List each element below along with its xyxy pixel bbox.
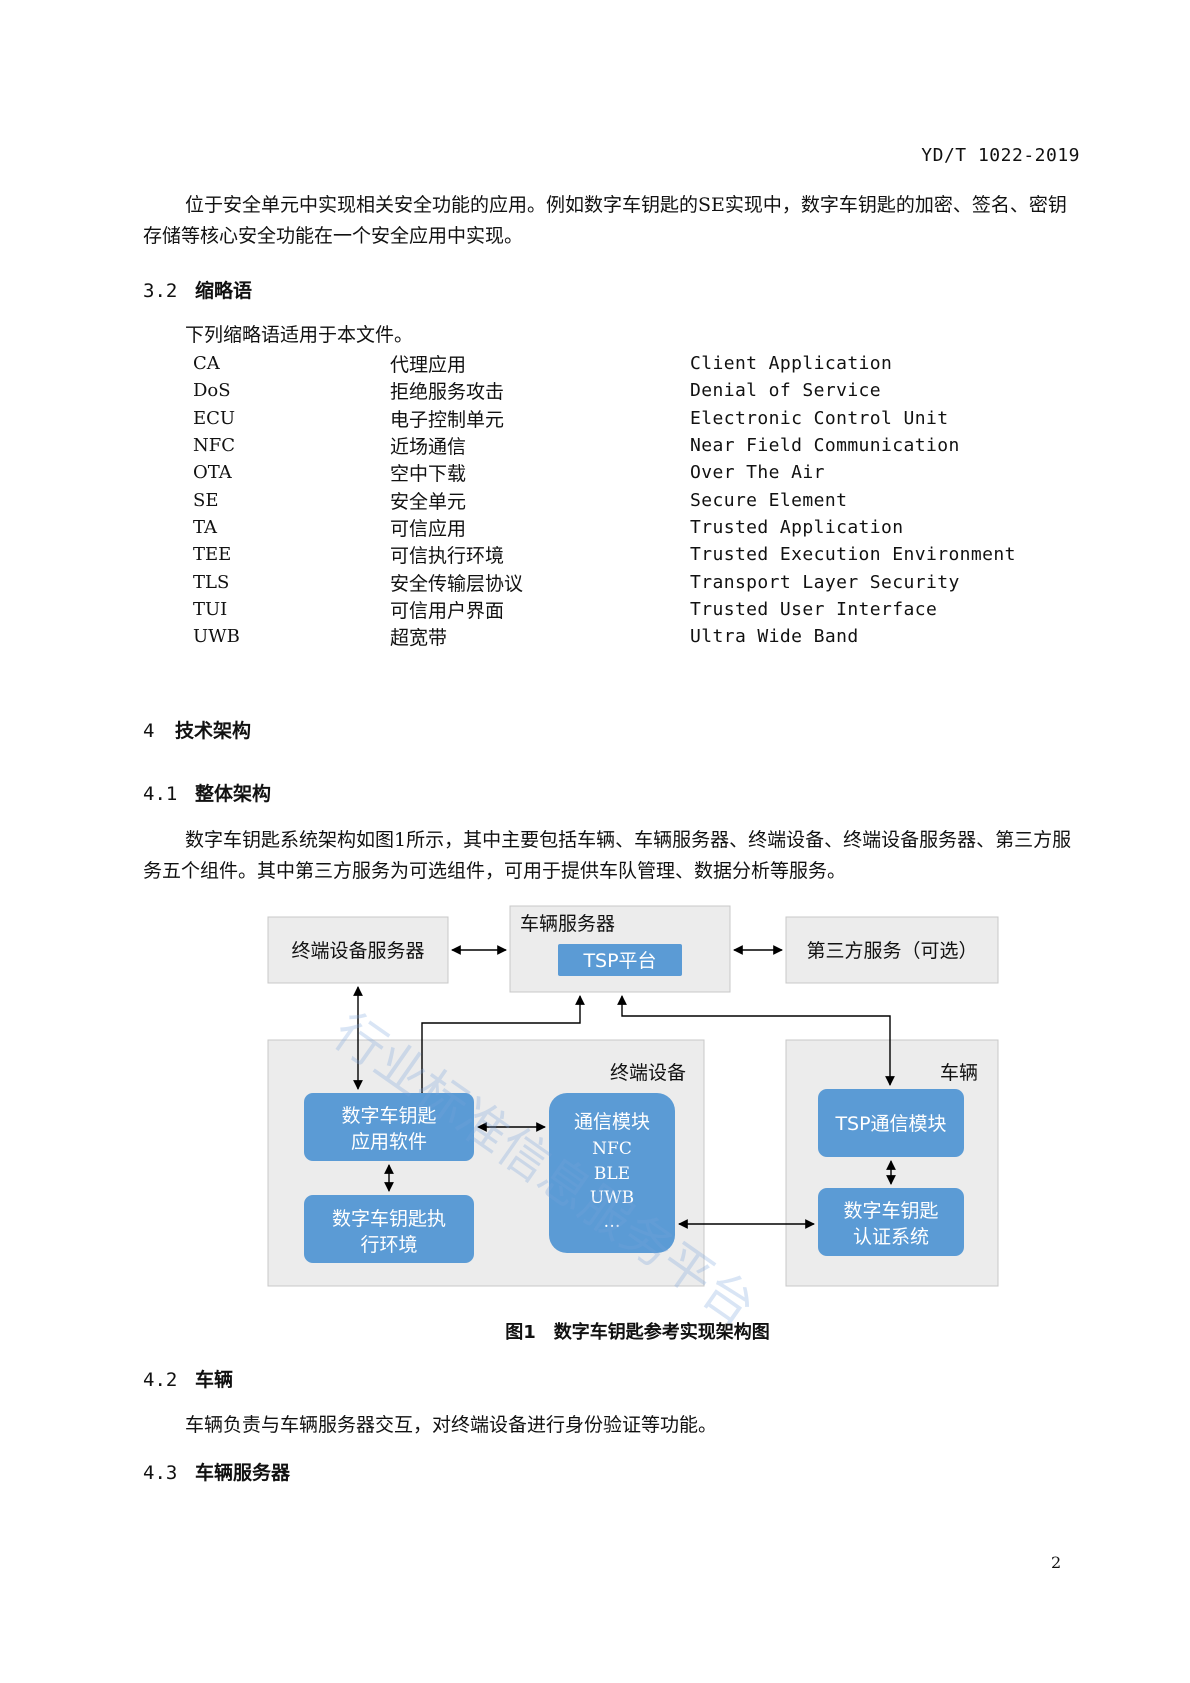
comm-module-box [549,1093,675,1253]
section-number: 3.2 [143,280,178,302]
exec-env-box [304,1195,474,1263]
section-title: 技术架构 [175,720,252,742]
intro-paragraph: 位于安全单元中实现相关安全功能的应用。例如数字车钥匙的SE实现中，数字车钥匙的加… [143,194,1067,247]
document-code: YD/T 1022-2019 [921,145,1080,166]
tsp-platform-label: TSP平台 [582,950,656,972]
comm-item-more: … [604,1212,621,1232]
page-number: 2 [1051,1553,1062,1572]
third-party-box [785,916,999,984]
comm-module-title: 通信模块 [574,1111,650,1133]
exec-env-label-2: 行环境 [360,1234,417,1256]
terminal-device-label: 终端设备 [610,1062,686,1084]
section-title: 缩略语 [195,280,253,302]
section-4-heading: 4 技术架构 [143,716,251,743]
section-4-1-heading: 4.1 整体架构 [143,779,271,806]
terminal-server-label: 终端设备服务器 [291,940,424,962]
abbreviation-intro: 下列缩略语适用于本文件。 [185,324,414,346]
vehicle-label: 车辆 [940,1062,978,1084]
auth-system-box [818,1188,964,1256]
tsp-comm-label: TSP通信模块 [834,1113,946,1135]
comm-item-uwb: UWB [590,1188,634,1208]
arrow-app-vehicle-server [421,995,585,1093]
arrow-tsp-comm-tsp-platform [617,995,895,1086]
exec-env-label-1: 数字车钥匙执 [332,1208,446,1230]
tsp-platform-box [558,944,682,976]
figure-caption: 图1 数字车钥匙参考实现架构图 [505,1322,770,1343]
key-app-box [304,1093,474,1161]
section-4-2-paragraph: 车辆负责与车辆服务器交互，对终端设备进行身份验证等功能。 [185,1414,718,1436]
third-party-label: 第三方服务（可选） [806,940,977,962]
comm-item-nfc: NFC [592,1139,632,1159]
section-title: 整体架构 [195,783,272,805]
vehicle-server-label: 车辆服务器 [520,913,615,935]
auth-system-label-1: 数字车钥匙 [843,1200,938,1222]
key-app-label-1: 数字车钥匙 [341,1105,436,1127]
auth-system-label-2: 认证系统 [853,1226,929,1248]
section-number: 4 [143,720,155,742]
tsp-comm-box [818,1089,964,1157]
section-number: 4.1 [143,783,178,805]
key-app-label-2: 应用软件 [351,1131,427,1153]
section-4-2-heading: 4.2 车辆 [143,1365,233,1392]
comm-item-ble: BLE [594,1164,630,1184]
section-4-3-heading: 4.3 车辆服务器 [143,1458,290,1485]
section-3-2-heading: 3.2 缩略语 [143,276,252,303]
section-title: 车辆服务器 [195,1462,291,1484]
section-number: 4.2 [143,1369,178,1391]
section-title: 车辆 [195,1369,234,1391]
terminal-server-box [267,916,449,984]
section-number: 4.3 [143,1462,178,1484]
section-4-1-paragraph: 数字车钥匙系统架构如图1所示，其中主要包括车辆、车辆服务器、终端设备、终端设备服… [143,829,1072,882]
